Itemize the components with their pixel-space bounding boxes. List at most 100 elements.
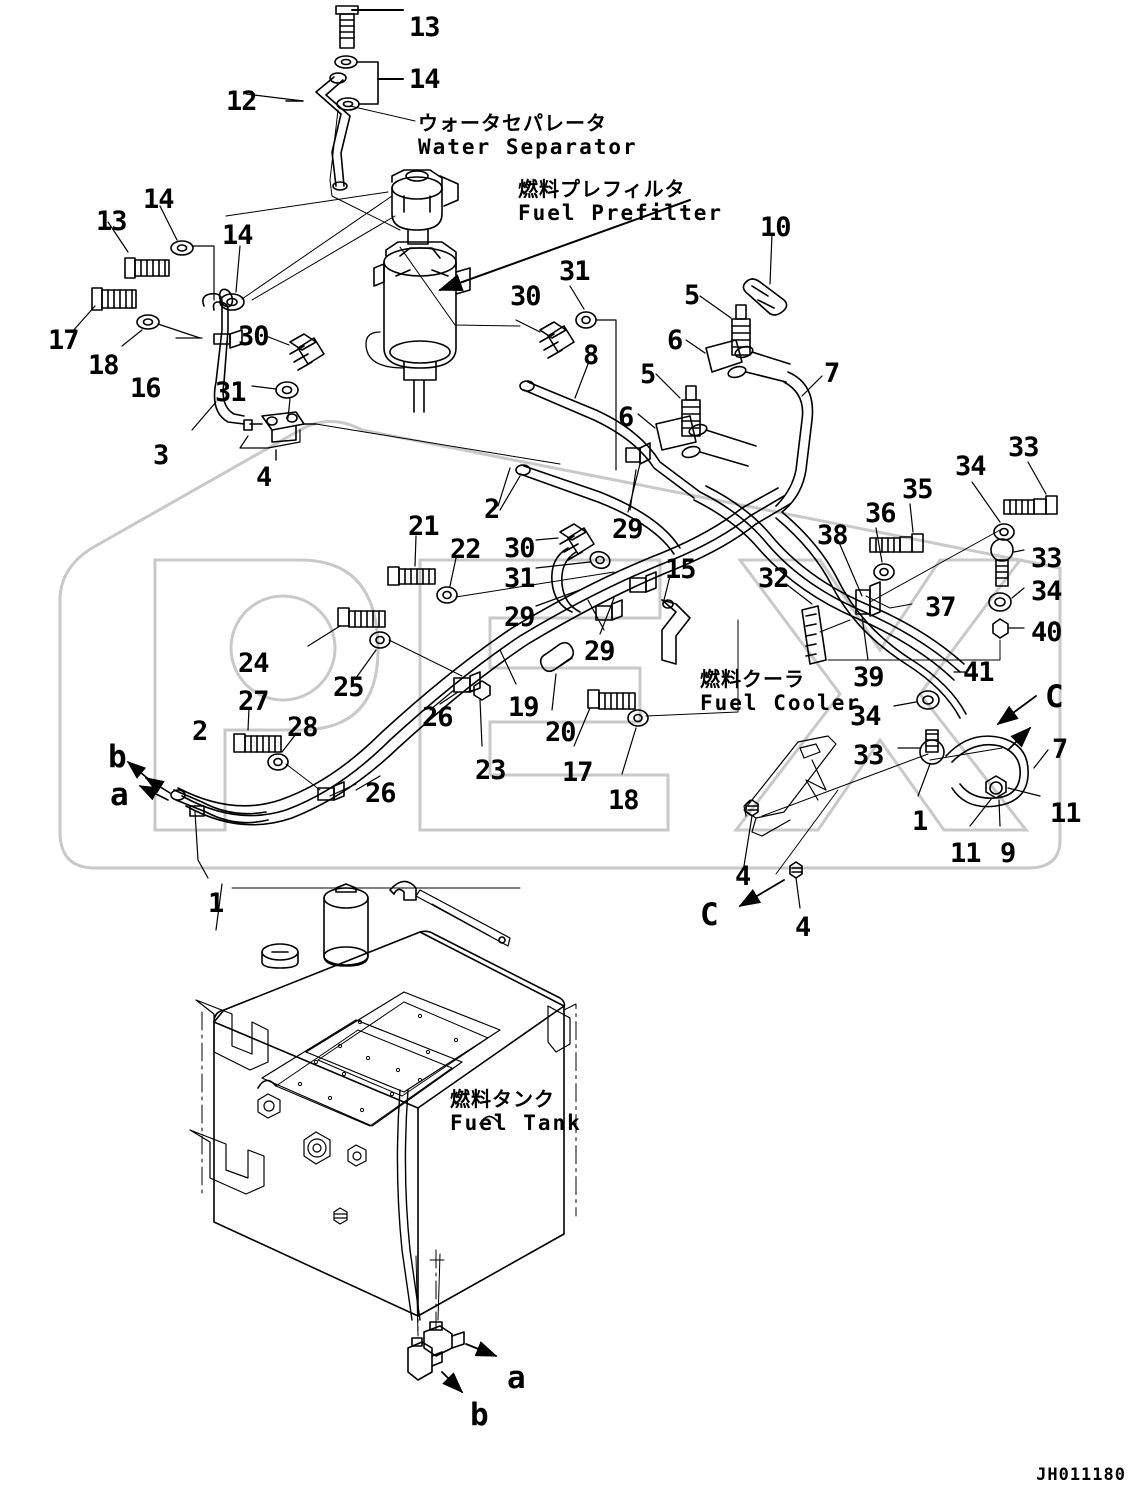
callout-number: 40: [1031, 617, 1063, 648]
screw-4-cooler: [743, 799, 759, 867]
callout-number: 5: [684, 280, 700, 311]
bolt-27: [233, 707, 282, 753]
banjo-33-lower: [897, 729, 945, 765]
callout-number: 11: [950, 838, 982, 869]
water-separator-body: [391, 169, 459, 245]
bolt-30-mid2: [535, 523, 595, 561]
callout-number: 21: [408, 511, 440, 542]
section-mark: a: [507, 1360, 526, 1396]
section-mark: b: [108, 739, 127, 775]
pipe-2-upper: [497, 464, 681, 555]
bolt-13-left: [107, 221, 170, 279]
bolt-17: [71, 287, 137, 333]
fuel-prefilter-body: [365, 241, 471, 413]
callout-number: 12: [226, 86, 258, 117]
callout-number: 31: [559, 256, 591, 287]
pipe-12: [245, 72, 351, 191]
callout-number: 29: [584, 636, 616, 667]
callout-number: 26: [422, 702, 454, 733]
tank-drain-valves: [407, 1253, 498, 1394]
callout-number: 33: [1031, 543, 1063, 574]
callout-number: 7: [824, 358, 840, 389]
section-mark: C: [1045, 679, 1064, 715]
callout-number: 3: [153, 440, 169, 471]
caption-fuel-cooler: 燃料クーラ Fuel Cooler: [700, 668, 862, 716]
callout-number: 24: [238, 648, 270, 679]
callout-number: 29: [612, 514, 644, 545]
section-mark: a: [110, 777, 129, 813]
washer-31-mid2: [535, 550, 611, 570]
bolt-30-mid: [515, 319, 575, 359]
washer-22: [436, 557, 615, 604]
washer-34-upper: [971, 481, 1015, 541]
callout-number: 30: [238, 321, 270, 352]
caption-jp: 燃料タンク: [450, 1087, 555, 1111]
clamps-main: [317, 571, 881, 801]
eyelet-6-lower: [637, 413, 757, 467]
callout-number: 23: [475, 755, 507, 786]
bolt-35: [869, 503, 924, 553]
elbow-10: [742, 233, 788, 316]
callout-number: 41: [963, 657, 995, 688]
caption-water-separator: ウォータセパレータ Water Separator: [418, 111, 638, 160]
callout-number: 6: [618, 402, 634, 433]
callout-number: 1: [912, 806, 928, 837]
callout-number: 32: [758, 563, 790, 594]
callout-number: 13: [96, 206, 128, 237]
callout-number: 22: [450, 534, 482, 565]
bolt-5-upper: [699, 295, 751, 356]
callout-number: 34: [955, 451, 987, 482]
callout-number: 2: [192, 716, 208, 747]
callout-number: 17: [562, 757, 594, 788]
clamp-9-11: [969, 775, 1041, 827]
bolt-21: [387, 535, 436, 586]
washer-28: [267, 733, 321, 791]
callout-number: 14: [143, 184, 175, 215]
bolt-30-left: [265, 333, 325, 371]
section-mark: C: [700, 897, 719, 933]
hose-7-lower: [945, 735, 1049, 808]
bolt-33-upper: [1003, 461, 1058, 515]
banjo-33-right: [990, 538, 1025, 587]
nut-23: [473, 680, 491, 747]
bolt-17-lower: [573, 689, 636, 747]
washer-31-left: [251, 381, 299, 419]
bolt-13: [335, 5, 404, 49]
caption-jp: 燃料プレフィルタ: [518, 177, 686, 201]
callout-number: 14: [409, 64, 441, 95]
callout-number: 28: [287, 712, 319, 743]
callout-number: 18: [608, 785, 640, 816]
small-hose-29: [551, 547, 581, 613]
callout-number: 25: [333, 672, 365, 703]
plate-32: [785, 583, 851, 665]
callout-number: 20: [545, 717, 577, 748]
callout-number: 38: [817, 520, 849, 551]
hose-7-upper: [775, 371, 823, 513]
callout-number: 39: [853, 662, 885, 693]
washers-14-upper: [334, 55, 404, 111]
bracket-4-left: [239, 411, 561, 465]
callout-number: 34: [1031, 576, 1063, 607]
callout-number: 1: [208, 888, 224, 919]
callout-number: 15: [665, 554, 697, 585]
callout-number: 4: [735, 861, 751, 892]
callout-number: 18: [88, 350, 120, 381]
caption-fuel-tank: 燃料タンク Fuel Tank: [450, 1087, 582, 1136]
caption-en: Water Separator: [418, 135, 638, 159]
callout-number: 11: [1050, 798, 1082, 829]
callout-number: 31: [215, 377, 247, 408]
callout-number: 8: [583, 340, 599, 371]
caption-jp: ウォータセパレータ: [418, 111, 607, 135]
callout-number: 30: [510, 281, 542, 312]
callout-number: 37: [925, 592, 957, 623]
callout-number: 16: [130, 373, 162, 404]
washer-34-lower: [893, 690, 940, 710]
callout-number: 4: [256, 462, 272, 493]
callout-number: 26: [365, 778, 397, 809]
callout-number: 17: [48, 325, 80, 356]
caption-en: Fuel Cooler: [700, 691, 862, 715]
pipe-8: [519, 363, 701, 511]
pipe-16-3: [175, 288, 245, 431]
main-pipe-run-3: [775, 511, 967, 719]
